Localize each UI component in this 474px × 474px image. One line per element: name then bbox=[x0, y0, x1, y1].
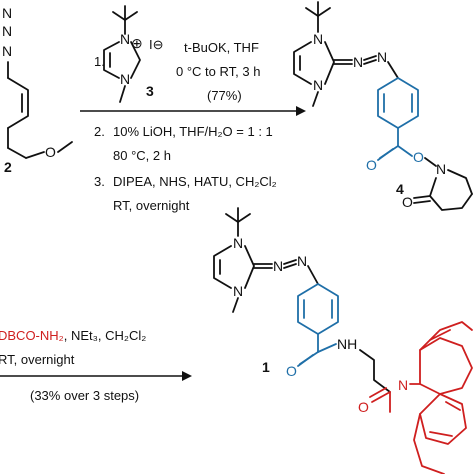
step-1-yield: (77%) bbox=[207, 88, 242, 103]
bond bbox=[305, 7, 319, 17]
bond bbox=[424, 157, 437, 167]
dbco-n-atom: N bbox=[398, 377, 408, 393]
bond bbox=[397, 145, 413, 157]
bond bbox=[317, 343, 337, 353]
azo-n-atom: N bbox=[273, 258, 283, 274]
arrow-head-2 bbox=[182, 371, 192, 381]
bond bbox=[112, 11, 126, 21]
bond bbox=[225, 213, 239, 223]
compound-2-label: 2 bbox=[4, 159, 12, 175]
step-3-number: 3. bbox=[94, 174, 105, 189]
imidazolium-charge: ⊕ bbox=[131, 35, 143, 51]
imidazoline-n-atom: N bbox=[313, 31, 323, 47]
linker-chain bbox=[359, 349, 391, 393]
bond bbox=[244, 245, 255, 289]
bond bbox=[57, 141, 73, 153]
bond bbox=[429, 431, 453, 437]
amide-o-atom: O bbox=[286, 363, 297, 379]
bond bbox=[283, 259, 297, 265]
reagent-3-label: 3 bbox=[146, 83, 154, 99]
azo-n-atom: N bbox=[377, 49, 387, 65]
bond bbox=[297, 354, 314, 367]
bond bbox=[237, 213, 251, 223]
bond bbox=[25, 151, 45, 159]
imidazoline-n-atom: N bbox=[233, 283, 243, 299]
bond bbox=[369, 387, 387, 398]
bond bbox=[130, 41, 141, 79]
compound-2-structure: N N N O 2 bbox=[2, 5, 73, 175]
ester-o-atom: O bbox=[45, 144, 56, 160]
bond bbox=[447, 169, 473, 195]
amide-o-atom: O bbox=[358, 399, 369, 415]
step-1-number: 1. bbox=[94, 54, 105, 69]
step-3-conditions: RT, overnight bbox=[113, 198, 190, 213]
iodide-counterion: I⊖ bbox=[149, 37, 164, 52]
arrow-head-1 bbox=[296, 106, 306, 116]
bond bbox=[413, 200, 431, 204]
imidazolium-n-atom: N bbox=[120, 71, 130, 87]
azide-n-atom: N bbox=[2, 43, 12, 59]
bond bbox=[232, 297, 239, 313]
imidazoline-n-atom: N bbox=[233, 235, 243, 251]
bond bbox=[7, 147, 27, 159]
imidazoline-ring bbox=[213, 245, 232, 289]
compound-4-structure: N N N N O O N O 4 bbox=[293, 1, 473, 211]
bond bbox=[312, 91, 319, 107]
bond bbox=[363, 55, 377, 61]
reagent-3-structure: 1. N N ⊕ I⊖ 3 bbox=[94, 5, 164, 103]
step-1-reagents: t-BuOK, THF bbox=[184, 40, 259, 55]
ester-o-atom: O bbox=[413, 149, 424, 165]
reaction-2-conditions: RT, overnight bbox=[0, 352, 75, 367]
bond bbox=[363, 59, 377, 65]
azo-n-atom: N bbox=[297, 253, 307, 269]
bond bbox=[429, 329, 451, 341]
bond bbox=[124, 11, 138, 21]
benzene-ring bbox=[419, 393, 467, 445]
imidazolium-n-atom: N bbox=[120, 31, 130, 47]
azo-n-atom: N bbox=[353, 54, 363, 70]
bond bbox=[307, 265, 319, 285]
imidazoline-ring bbox=[293, 41, 312, 85]
dbco-amine-reagent: DBCO-NH₂ bbox=[0, 328, 64, 343]
bond bbox=[445, 401, 461, 411]
reaction-2-reagents: DBCO-NH₂, NEt₃, CH₂Cl₂ bbox=[0, 328, 146, 343]
carbonyl-o-atom: O bbox=[366, 157, 377, 173]
bond bbox=[377, 148, 394, 161]
bond bbox=[413, 195, 431, 199]
compound-1-structure: N N N N O NH O N bbox=[213, 207, 473, 474]
succinimide-n-atom: N bbox=[436, 161, 446, 177]
bond bbox=[324, 41, 335, 85]
bond bbox=[413, 413, 445, 474]
amide-nh-group: NH bbox=[337, 336, 357, 352]
bond bbox=[283, 263, 297, 269]
bond bbox=[119, 85, 126, 103]
reaction-2-base-solvent: , NEt₃, CH₂Cl₂ bbox=[64, 328, 147, 343]
benzene-ring bbox=[7, 77, 29, 129]
bond bbox=[371, 391, 391, 403]
step-3-reagents: DIPEA, NHS, HATU, CH₂Cl₂ bbox=[113, 174, 277, 189]
compound-4-label: 4 bbox=[396, 181, 404, 197]
imidazoline-n-atom: N bbox=[313, 77, 323, 93]
step-1-conditions: 0 °C to RT, 3 h bbox=[176, 64, 260, 79]
step-2-conditions: 80 °C, 2 h bbox=[113, 148, 171, 163]
step-2-reagents: 10% LiOH, THF/H₂O = 1 : 1 bbox=[113, 124, 273, 139]
azide-n-atom: N bbox=[2, 23, 12, 39]
cyclooctyne-ring bbox=[419, 337, 473, 395]
compound-1-label: 1 bbox=[262, 359, 270, 375]
step-2-number: 2. bbox=[94, 124, 105, 139]
succinimide-ring bbox=[429, 177, 473, 211]
bond bbox=[387, 61, 399, 79]
bond bbox=[317, 7, 331, 17]
imide-o-atom: O bbox=[402, 194, 413, 210]
imidazole-ring bbox=[103, 41, 120, 79]
azide-n-atom: N bbox=[2, 5, 12, 21]
reaction-2-yield: (33% over 3 steps) bbox=[30, 388, 139, 403]
